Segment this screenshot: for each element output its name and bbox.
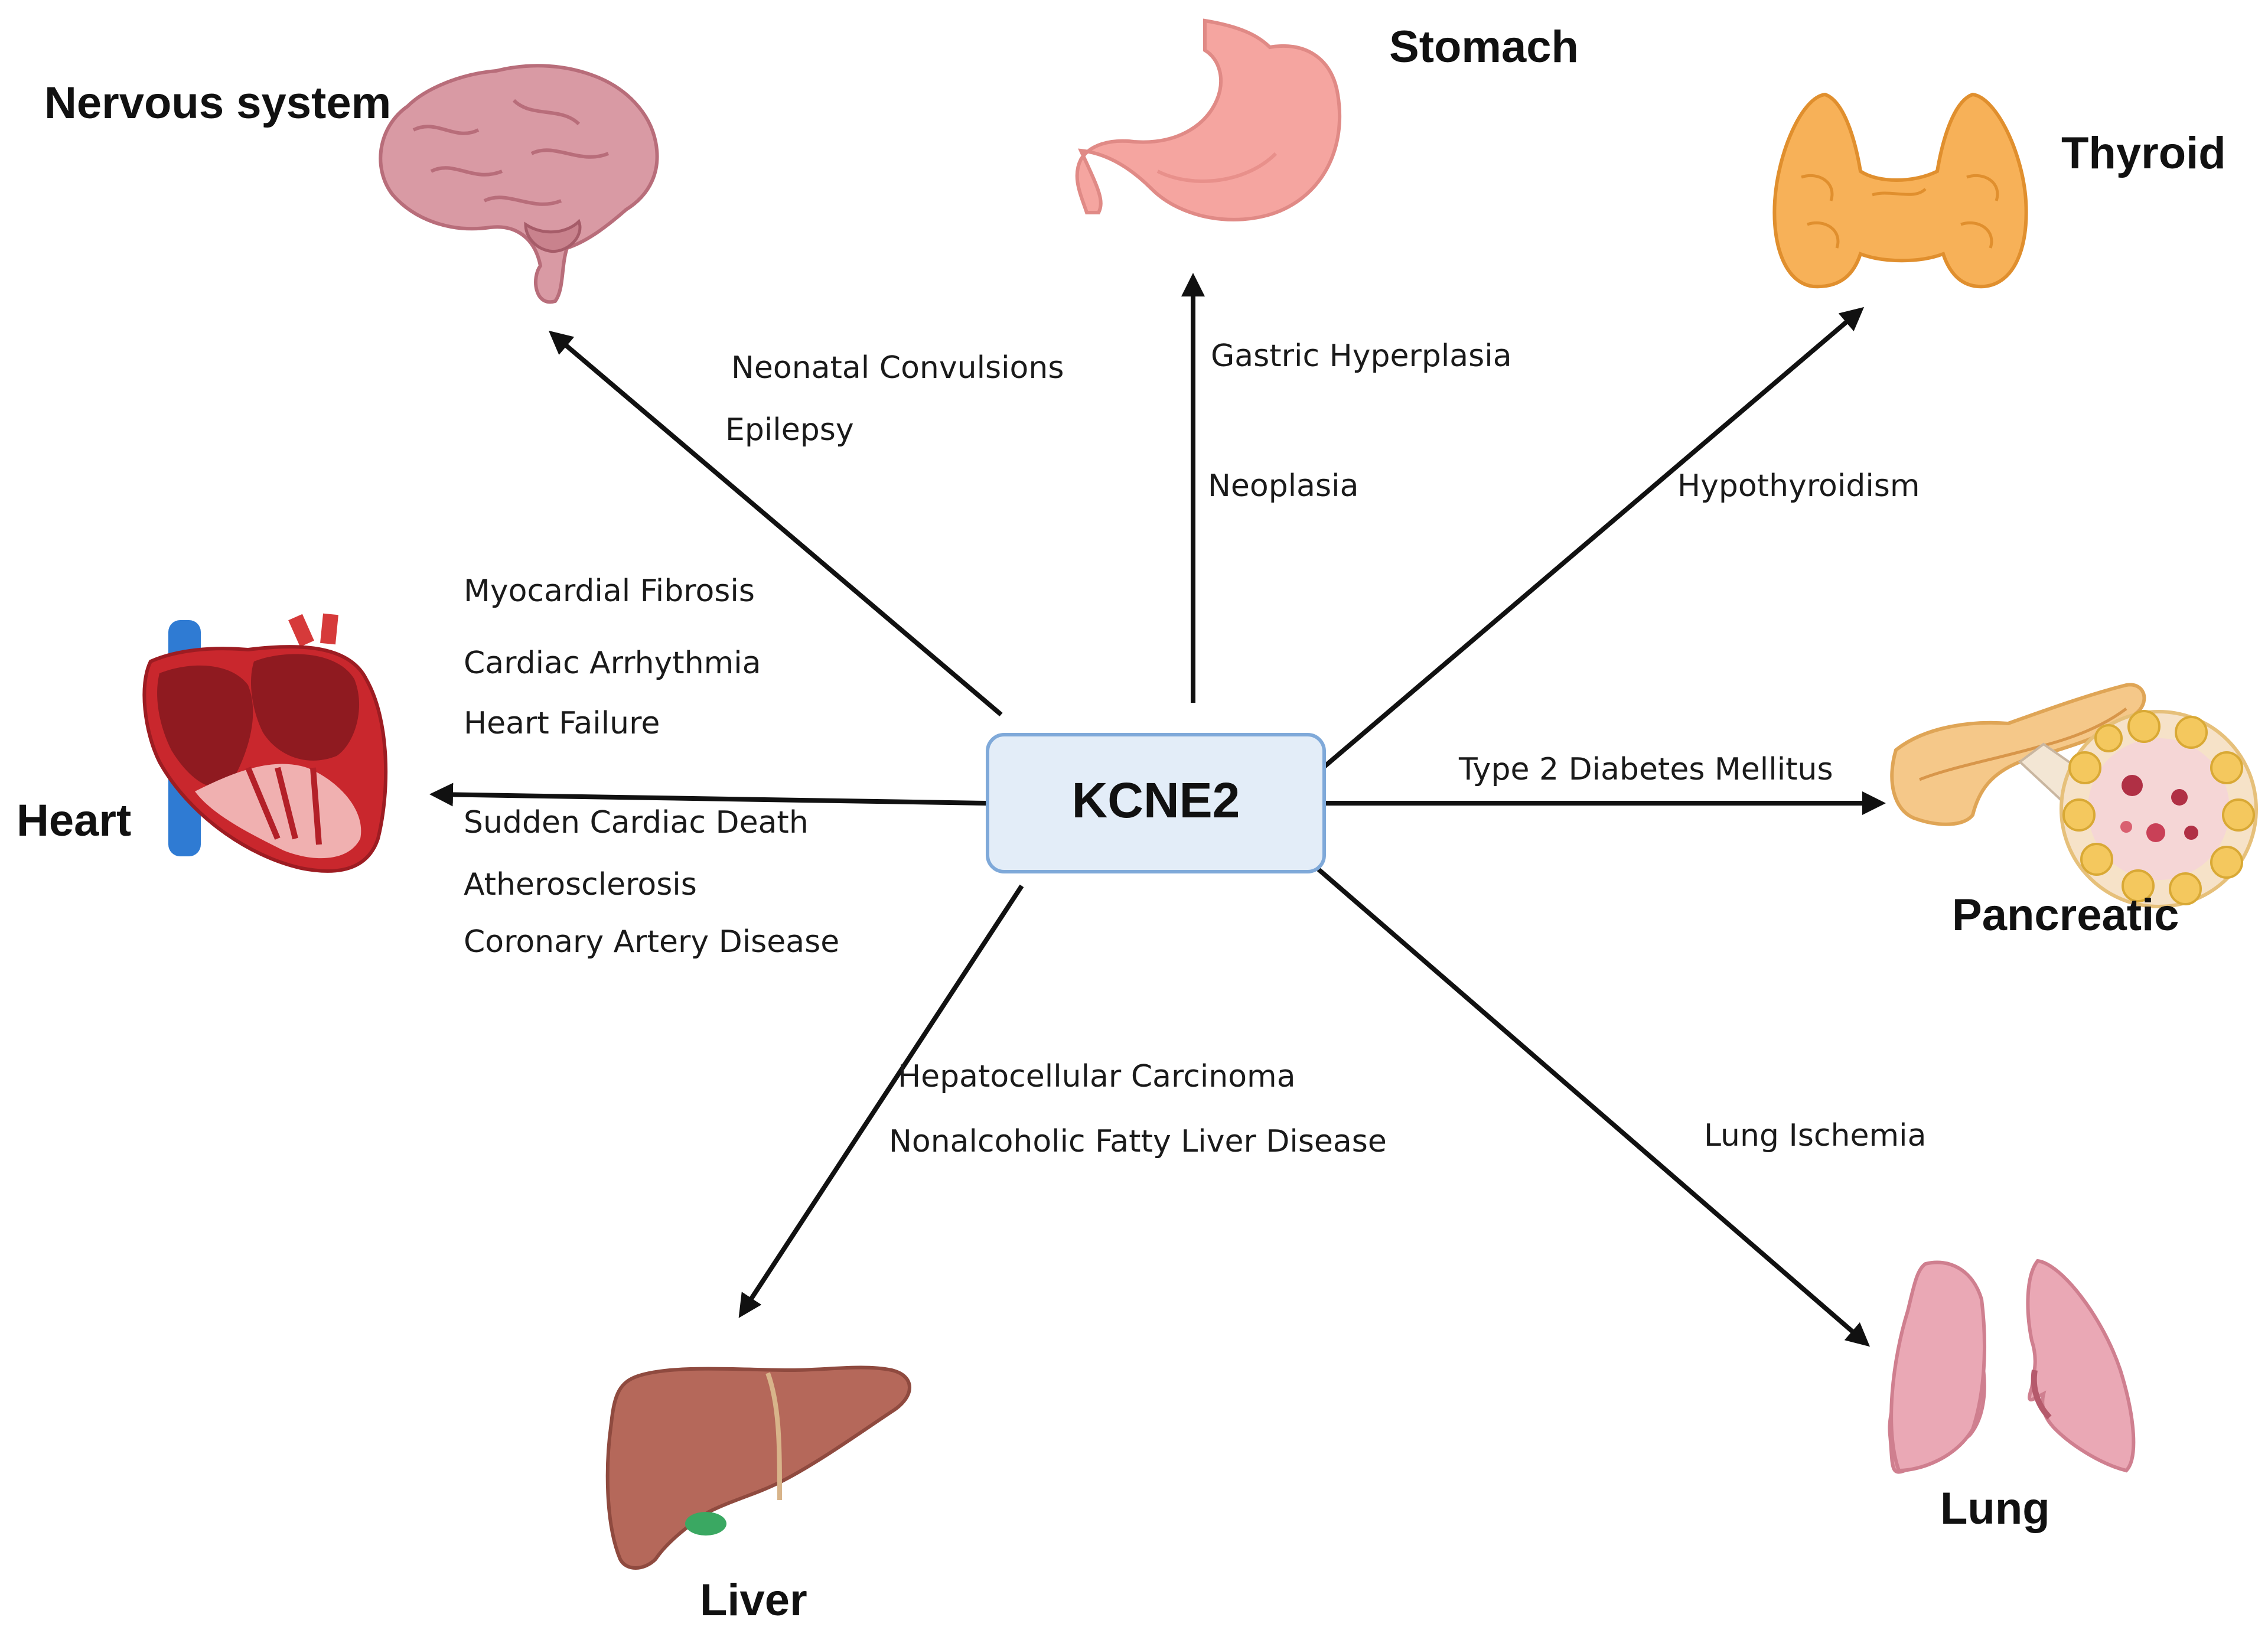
disease-type-2-diabetes: Type 2 Diabetes Mellitus xyxy=(1458,752,1833,787)
organ-label-lung: Lung xyxy=(1940,1484,2050,1534)
liver-icon xyxy=(605,1365,911,1570)
disease-atherosclerosis: Atherosclerosis xyxy=(464,867,697,902)
organ-label-thyroid: Thyroid xyxy=(2061,128,2226,178)
organ-label-heart: Heart xyxy=(17,796,131,846)
disease-heart-failure: Heart Failure xyxy=(464,706,660,741)
organ-label-liver: Liver xyxy=(700,1575,807,1625)
disease-epilepsy: Epilepsy xyxy=(725,412,854,448)
disease-nafld: Nonalcoholic Fatty Liver Disease xyxy=(889,1124,1387,1159)
center-box xyxy=(986,733,1326,873)
disease-gastric-hyperplasia: Gastric Hyperplasia xyxy=(1211,338,1512,374)
center-node: KCNE2 xyxy=(986,733,1326,873)
disease-cardiac-arrhythmia: Cardiac Arrhythmia xyxy=(464,646,761,681)
arrow-to-nervous-system xyxy=(548,330,1003,717)
brain-icon xyxy=(379,64,659,304)
stomach-icon xyxy=(1075,18,1342,221)
arrows xyxy=(429,273,1886,1347)
organ-label-nervous-system: Nervous system xyxy=(44,78,391,128)
arrow-to-lung xyxy=(1315,866,1871,1347)
heart-icon xyxy=(142,613,388,873)
organ-label-pancreatic: Pancreatic xyxy=(1952,890,2179,940)
disease-lung-ischemia: Lung Ischemia xyxy=(1704,1118,1926,1153)
arrow-to-liver xyxy=(738,884,1024,1318)
organ-label-stomach: Stomach xyxy=(1389,22,1579,72)
center-label: KCNE2 xyxy=(1072,772,1240,828)
arrow-to-heart xyxy=(429,783,987,807)
disease-hepatocellular-carcinoma: Hepatocellular Carcinoma xyxy=(898,1059,1296,1094)
disease-neoplasia: Neoplasia xyxy=(1208,468,1358,504)
disease-hypothyroidism: Hypothyroidism xyxy=(1677,468,1920,504)
disease-neonatal-convulsions: Neonatal Convulsions xyxy=(731,350,1064,386)
pancreas-icon xyxy=(1890,683,2258,908)
arrow-to-thyroid xyxy=(1321,307,1865,770)
lung-icon xyxy=(1888,1259,2136,1474)
disease-coronary-artery-disease: Coronary Artery Disease xyxy=(464,924,839,960)
thyroid-icon xyxy=(1772,92,2028,289)
disease-sudden-cardiac-death: Sudden Cardiac Death xyxy=(464,805,809,840)
disease-myocardial-fibrosis: Myocardial Fibrosis xyxy=(464,573,755,609)
